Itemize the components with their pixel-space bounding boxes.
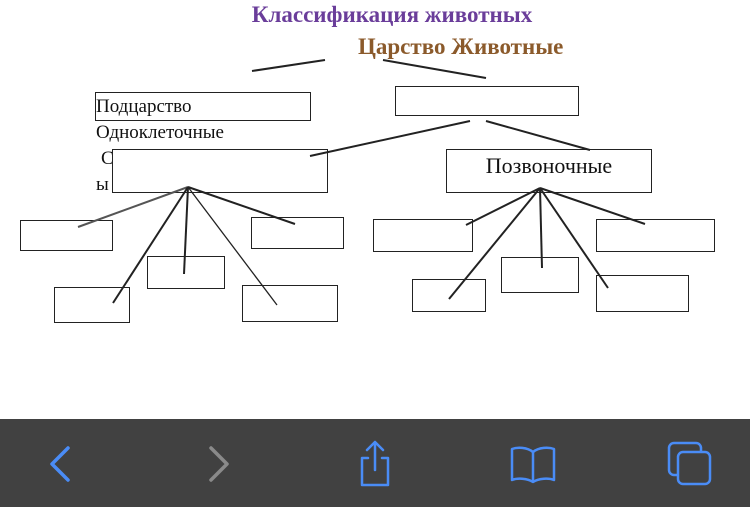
tabs-button[interactable] bbox=[665, 439, 715, 489]
connector-lines bbox=[77, 59, 646, 306]
browser-toolbar bbox=[0, 419, 750, 507]
share-icon bbox=[360, 440, 390, 487]
vertebrates-label: Позвоночные bbox=[485, 153, 613, 178]
empty-box-invertebrates bbox=[112, 149, 328, 193]
back-icon bbox=[50, 446, 70, 482]
empty-box bbox=[54, 287, 130, 323]
share-button[interactable] bbox=[350, 439, 400, 489]
unicellular-label: Одноклеточные bbox=[96, 122, 224, 143]
forward-icon bbox=[209, 446, 229, 482]
empty-box bbox=[373, 219, 473, 252]
hidden-fragment: ы bbox=[96, 174, 109, 195]
hidden-fragment: С bbox=[101, 148, 114, 169]
empty-box bbox=[501, 257, 579, 293]
empty-box bbox=[242, 285, 338, 322]
empty-box-subkingdom bbox=[395, 86, 579, 116]
empty-box bbox=[20, 220, 113, 251]
subkingdom-box: Подцарство bbox=[95, 92, 311, 121]
empty-box bbox=[251, 217, 344, 249]
tabs-icon bbox=[667, 441, 712, 486]
back-button[interactable] bbox=[36, 439, 86, 489]
bookmarks-button[interactable] bbox=[508, 439, 558, 489]
empty-box bbox=[412, 279, 486, 312]
forward-button[interactable] bbox=[193, 439, 243, 489]
empty-box bbox=[147, 256, 225, 289]
page-title: Классификация животных bbox=[251, 2, 533, 27]
subkingdom-label: Подцарство bbox=[96, 96, 192, 117]
bookmarks-icon bbox=[510, 446, 556, 484]
empty-box bbox=[596, 275, 689, 312]
kingdom-heading: Царство Животные bbox=[358, 34, 564, 59]
empty-box bbox=[596, 219, 715, 252]
vertebrates-box: Позвоночные bbox=[446, 149, 652, 193]
